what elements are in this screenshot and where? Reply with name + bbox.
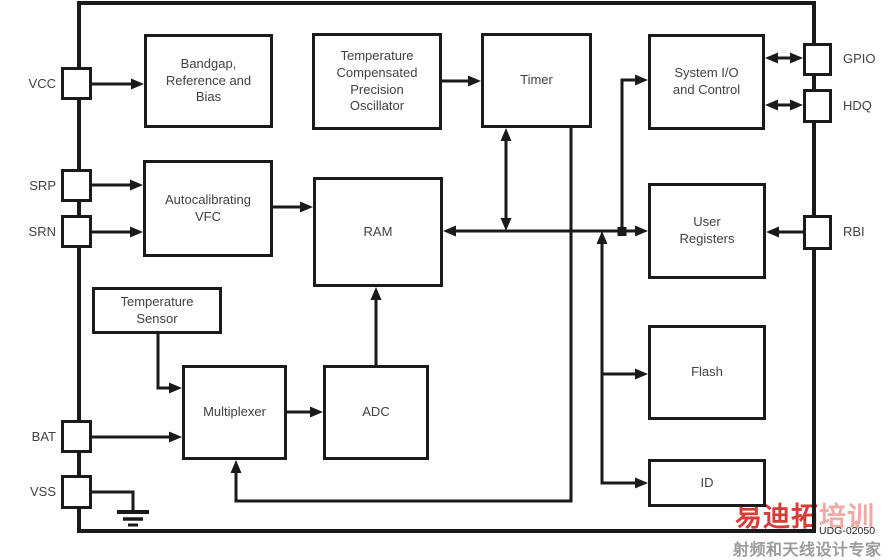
pin-srn	[61, 215, 92, 248]
pin-bat	[61, 420, 92, 453]
block-temp-sensor: Temperature Sensor	[92, 287, 222, 334]
pin-srn-label: SRN	[28, 224, 56, 239]
arrowheads	[130, 52, 803, 489]
block-vfc: Autocalibrating VFC	[143, 160, 273, 257]
pin-srp	[61, 169, 92, 202]
watermark-line2: 射频和天线设计专家	[733, 542, 882, 559]
block-oscillator-label: Temperature Compensated Precision Oscill…	[336, 48, 418, 114]
pin-hdq-label: HDQ	[843, 98, 872, 113]
pin-vss	[61, 475, 92, 509]
block-multiplexer: Multiplexer	[182, 365, 287, 460]
block-ram-label: RAM	[363, 223, 393, 239]
block-id-label: ID	[700, 474, 714, 490]
block-bandgap: Bandgap, Reference and Bias	[144, 34, 273, 128]
pin-gpio-label: GPIO	[843, 51, 876, 66]
block-flash: Flash	[648, 325, 766, 420]
pin-gpio	[803, 43, 832, 76]
block-temp-sensor-label: Temperature Sensor	[120, 293, 194, 326]
wire-bus-to-id	[600, 243, 636, 485]
wires	[92, 56, 803, 512]
block-adc-label: ADC	[362, 404, 390, 420]
watermark-brand-text: 易迪拓	[735, 502, 819, 532]
block-user-registers-label: User Registers	[679, 214, 735, 246]
wire-timer-to-mux	[234, 128, 573, 503]
figure-id: UDG-02050	[819, 525, 876, 537]
wire-vss-to-ground	[92, 490, 135, 512]
block-vfc-label: Autocalibrating VFC	[165, 191, 251, 224]
pin-bat-label: BAT	[31, 429, 56, 444]
block-id: ID	[648, 459, 766, 507]
block-ram: RAM	[313, 177, 443, 287]
pin-rbi	[803, 215, 832, 250]
wire-tempsensor-to-mux	[156, 333, 170, 390]
block-user-registers: User Registers	[648, 183, 766, 279]
pin-vss-label: VSS	[29, 484, 56, 499]
wire-bus-to-systemio	[620, 78, 636, 231]
pin-rbi-label: RBI	[843, 224, 865, 239]
block-flash-label: Flash	[691, 364, 723, 380]
watermark-brand-text-light: 培训	[819, 502, 875, 532]
ground-symbol	[117, 510, 149, 527]
pin-srp-label: SRP	[29, 178, 56, 193]
block-system-io: System I/O and Control	[648, 34, 765, 130]
block-system-io-label: System I/O and Control	[672, 65, 741, 97]
watermark-line1: 易迪拓培训	[735, 503, 890, 532]
bus-junction-dot	[617, 227, 627, 236]
pin-vcc-label: VCC	[28, 76, 56, 91]
block-adc: ADC	[323, 365, 429, 460]
block-timer: Timer	[481, 33, 592, 128]
block-oscillator: Temperature Compensated Precision Oscill…	[312, 33, 442, 130]
chip-boundary	[77, 1, 816, 533]
pin-hdq	[803, 89, 832, 123]
block-multiplexer-label: Multiplexer	[203, 404, 266, 420]
pin-vcc	[61, 67, 92, 100]
block-bandgap-label: Bandgap, Reference and Bias	[165, 56, 252, 105]
block-timer-label: Timer	[520, 72, 553, 88]
